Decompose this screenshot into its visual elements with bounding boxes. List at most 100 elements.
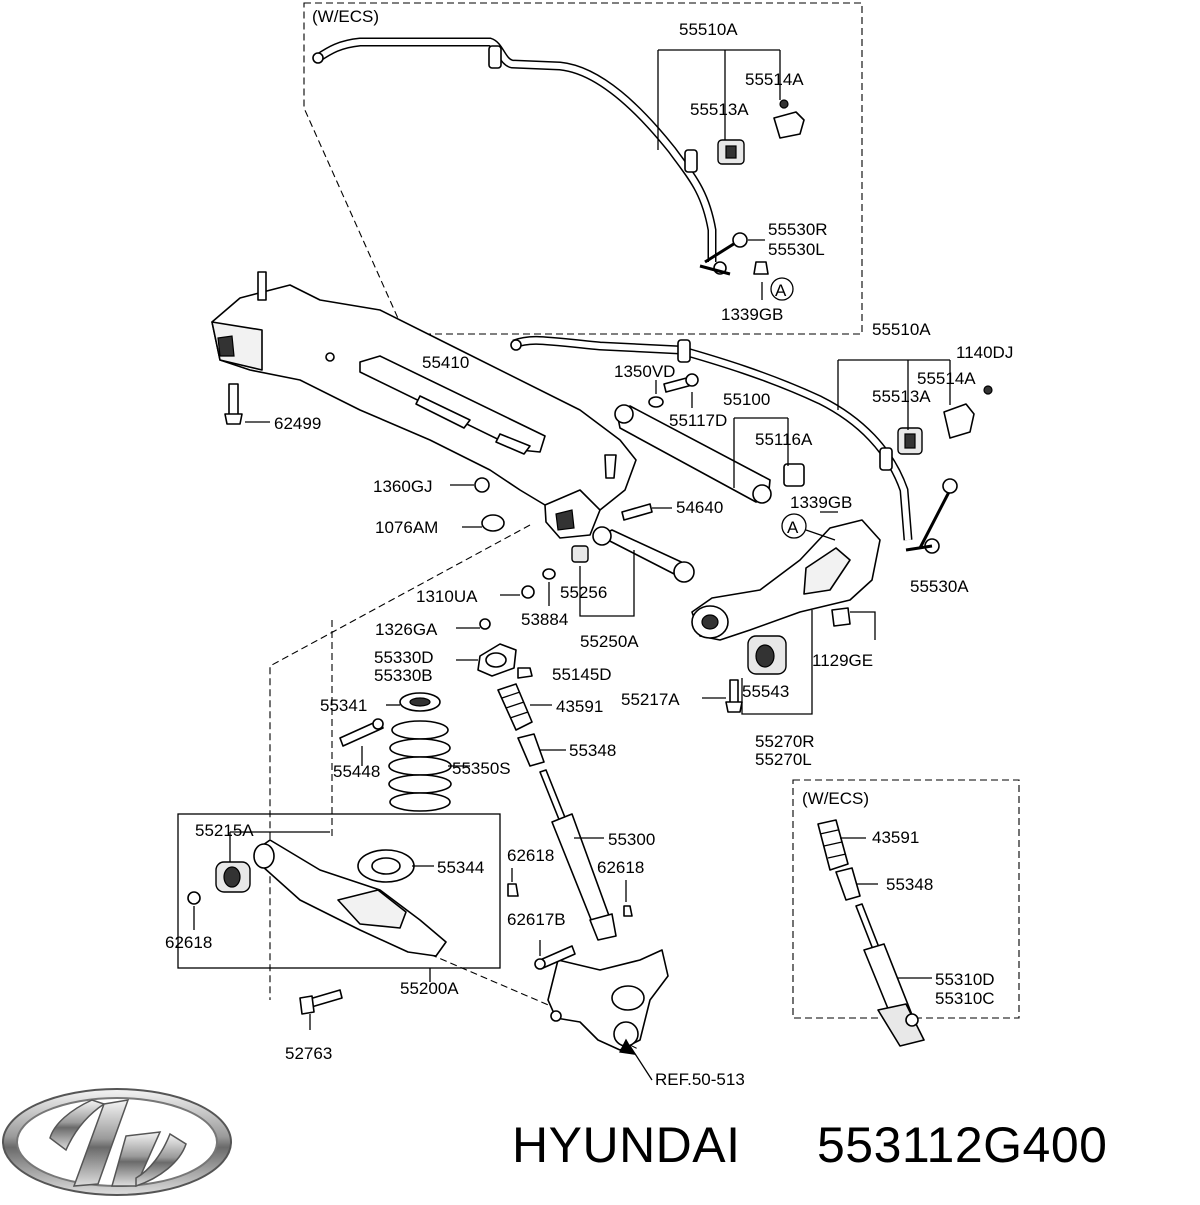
label-55510A-top: 55510A (679, 20, 738, 39)
crossmember-55410 (211, 271, 637, 539)
bracket-55514A-top (773, 99, 805, 139)
inset-bumper-55348 (835, 867, 861, 901)
label-1310UA: 1310UA (416, 587, 478, 606)
plug-1076AM (481, 514, 505, 532)
label-55530A: 55530A (910, 577, 969, 596)
leaders-1326GA-55330 (456, 627, 480, 661)
bushing-55513A-mid (897, 427, 923, 455)
inset-top-title: (W/ECS) (312, 7, 379, 26)
nut-62618-a (507, 883, 519, 897)
label-62618-b: 62618 (597, 858, 644, 877)
label-55270R: 55270R (755, 732, 815, 751)
label-53884: 53884 (521, 610, 568, 629)
part-labels: 55510A 55514A 55513A 55530R 55530L 1339G… (165, 20, 1013, 1089)
label-55514A-top: 55514A (745, 70, 804, 89)
label-55310C: 55310C (935, 989, 995, 1008)
bolt-62617B (534, 945, 576, 970)
label-55116A: 55116A (755, 430, 813, 449)
label-55100: 55100 (723, 390, 770, 409)
label-1350VD: 1350VD (614, 362, 675, 381)
label-55530R: 55530R (768, 220, 828, 239)
label-55513A-mid: 55513A (872, 387, 931, 406)
leaders-55270 (741, 610, 813, 715)
label-55448: 55448 (333, 762, 380, 781)
nut-62618-b (623, 905, 633, 917)
label-62618-c: 62618 (165, 933, 212, 952)
label-1360GJ: 1360GJ (373, 477, 433, 496)
bracket-55514A-mid (943, 385, 993, 439)
leader-55215A (229, 831, 330, 862)
inset-bottom-title: (W/ECS) (802, 789, 869, 808)
bolt-55145D (517, 667, 533, 679)
label-55543: 55543 (742, 682, 789, 701)
label-52763: 52763 (285, 1044, 332, 1063)
label-55270L: 55270L (755, 750, 812, 769)
dash-guide-left (269, 524, 531, 1000)
label-43591: 43591 (556, 697, 603, 716)
trailing-arm-55270 (691, 519, 881, 675)
ref-arrowhead (619, 1038, 636, 1055)
label-55530L: 55530L (768, 240, 825, 259)
label-55145D: 55145D (552, 665, 612, 684)
control-arm-55100 (614, 404, 805, 504)
label-55410: 55410 (422, 353, 469, 372)
label-43591-inset: 43591 (872, 828, 919, 847)
lower-arm-box (177, 813, 501, 969)
label-55348: 55348 (569, 741, 616, 760)
lateral-link-55250A (571, 503, 695, 583)
label-55215A: 55215A (195, 821, 254, 840)
label-55348-inset: 55348 (886, 875, 933, 894)
label-55300: 55300 (608, 830, 655, 849)
label-55350S: 55350S (452, 759, 511, 778)
nut-1310UA (521, 585, 535, 599)
bolt-52763 (299, 989, 343, 1015)
label-55250A: 55250A (580, 632, 639, 651)
bolt-55448 (339, 718, 384, 747)
leaders-1350VD-55117D (655, 380, 693, 408)
inset-top-ecs: (W/ECS) (303, 2, 863, 335)
washer-1350VD (648, 396, 664, 408)
label-55330B: 55330B (374, 666, 433, 685)
label-1076AM: 1076AM (375, 518, 438, 537)
label-55200A: 55200A (400, 979, 459, 998)
callout-a-mid (781, 513, 807, 539)
label-62499: 62499 (274, 414, 321, 433)
spring-pad-55344 (357, 849, 415, 883)
leaders-55100 (733, 417, 789, 488)
leaders-55250A (579, 550, 635, 617)
leader-ref (629, 1045, 653, 1081)
label-55514A-mid: 55514A (917, 369, 976, 388)
label-ref: REF.50-513 (655, 1070, 745, 1089)
bumper-55348 (517, 733, 545, 767)
bolt-55117D (663, 373, 699, 393)
lower-arm-55200A (215, 839, 447, 957)
label-55330D: 55330D (374, 648, 434, 667)
part-number: 553112G400 (817, 1117, 1107, 1173)
callout-a-top-letter: A (775, 281, 787, 300)
label-1140DJ: 1140DJ (956, 343, 1013, 362)
leader-1339GB-mid (805, 511, 838, 541)
hyundai-logo-icon (2, 1088, 232, 1196)
label-55310D: 55310D (935, 970, 995, 989)
stabilizer-bar-mid (510, 335, 913, 541)
label-62617B: 62617B (507, 910, 566, 929)
nut-1360GJ (474, 477, 490, 493)
label-62618-a: 62618 (507, 846, 554, 865)
inset-bumper-43591 (817, 819, 849, 871)
leaders-55510A-mid (837, 359, 951, 430)
bushing-55513A-top (717, 139, 745, 165)
label-55344: 55344 (437, 858, 484, 877)
label-1129GE: 1129GE (812, 651, 873, 670)
label-1339GB-top: 1339GB (721, 305, 783, 324)
spring-seat-55341 (399, 692, 441, 712)
label-55513A-top: 55513A (690, 100, 749, 119)
leader-1129GE (850, 611, 876, 640)
knuckle (547, 949, 669, 1051)
label-55510A-mid: 55510A (872, 320, 931, 339)
label-1326GA: 1326GA (375, 620, 438, 639)
washer-53884 (542, 568, 556, 580)
inset-shock-55310 (855, 903, 925, 1047)
bumper-43591 (497, 683, 533, 731)
